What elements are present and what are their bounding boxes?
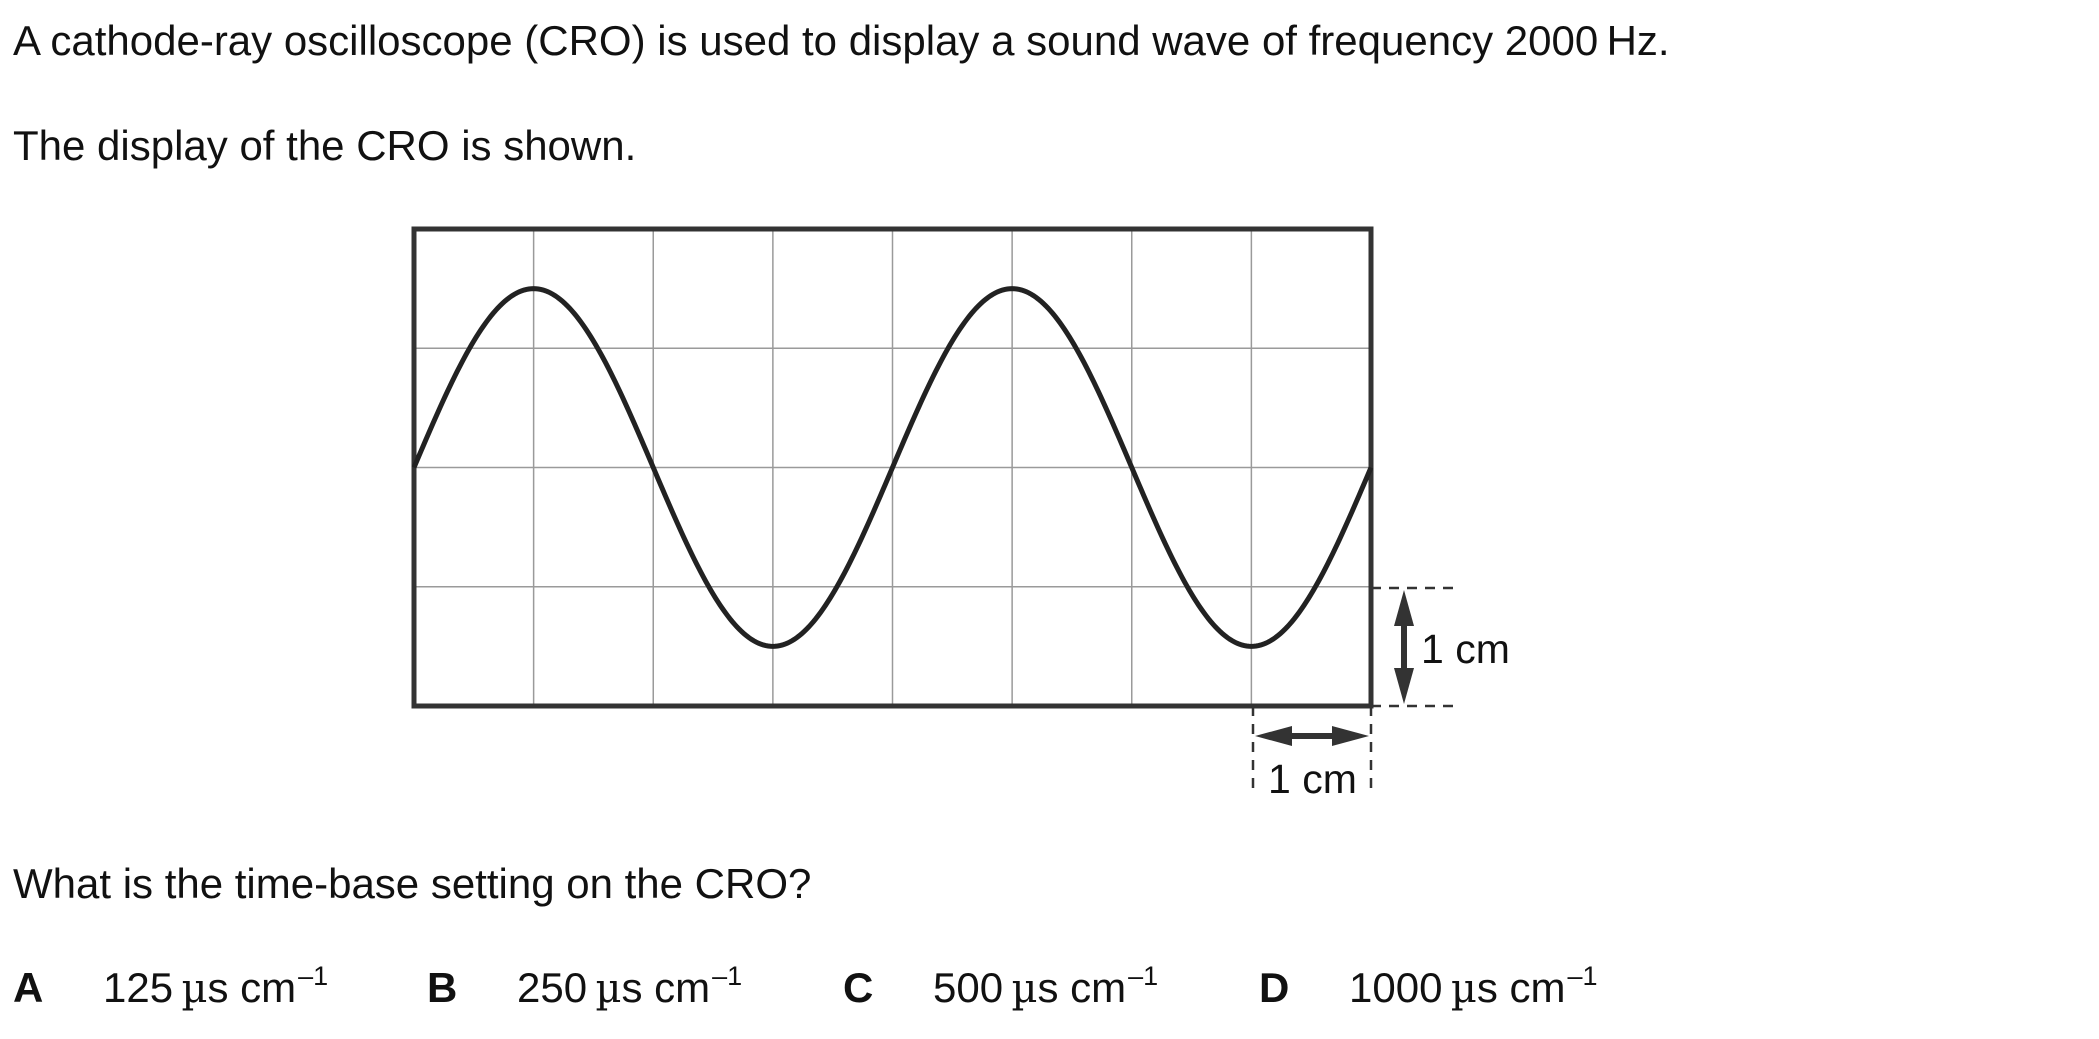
option-exponent: –1 [1567, 961, 1598, 991]
sound-wave-trace [411, 286, 1374, 649]
horizontal-scale-label: 1 cm [1268, 756, 1357, 802]
micro-symbol: µ [1450, 966, 1477, 1012]
option-letter: B [427, 964, 458, 1011]
vertical-scale-arrowhead-up [1394, 590, 1414, 626]
micro-symbol: µ [1011, 966, 1038, 1012]
option-unit: s cm [621, 964, 711, 1011]
option-d[interactable]: D 1000 µs cm–1 [1259, 961, 1598, 1014]
option-number: 125 [103, 964, 174, 1011]
micro-symbol: µ [595, 966, 622, 1012]
option-letter: C [843, 964, 874, 1011]
option-letter: D [1259, 964, 1290, 1011]
question-prompt: What is the time-base setting on the CRO… [13, 860, 812, 907]
option-unit: s cm [1037, 964, 1127, 1011]
option-exponent: –1 [1128, 961, 1159, 991]
option-exponent: –1 [712, 961, 743, 991]
option-value: 250 µs cm–1 [517, 961, 743, 1019]
option-value: 500 µs cm–1 [933, 961, 1159, 1019]
micro-symbol: µ [181, 966, 208, 1012]
option-c[interactable]: C 500 µs cm–1 [843, 961, 1158, 1014]
option-b[interactable]: B 250 µs cm–1 [427, 961, 742, 1014]
cro-grid [414, 229, 1371, 706]
vertical-scale-arrowhead-down [1394, 668, 1414, 704]
vertical-scale-label: 1 cm [1421, 626, 1510, 672]
option-a[interactable]: A 125 µs cm–1 [13, 961, 328, 1014]
option-number: 250 [517, 964, 588, 1011]
option-exponent: –1 [298, 961, 329, 991]
option-letter: A [13, 964, 44, 1011]
option-value: 1000 µs cm–1 [1349, 961, 1598, 1019]
horizontal-scale-arrowhead-right [1332, 726, 1369, 746]
display-description: The display of the CRO is shown. [13, 122, 637, 169]
option-unit: s cm [1476, 964, 1566, 1011]
option-number: 500 [933, 964, 1004, 1011]
option-unit: s cm [207, 964, 297, 1011]
horizontal-scale-arrowhead-left [1255, 726, 1292, 746]
question-intro: A cathode-ray oscilloscope (CRO) is used… [13, 17, 1670, 64]
option-number: 1000 [1349, 964, 1443, 1011]
option-value: 125 µs cm–1 [103, 961, 329, 1019]
